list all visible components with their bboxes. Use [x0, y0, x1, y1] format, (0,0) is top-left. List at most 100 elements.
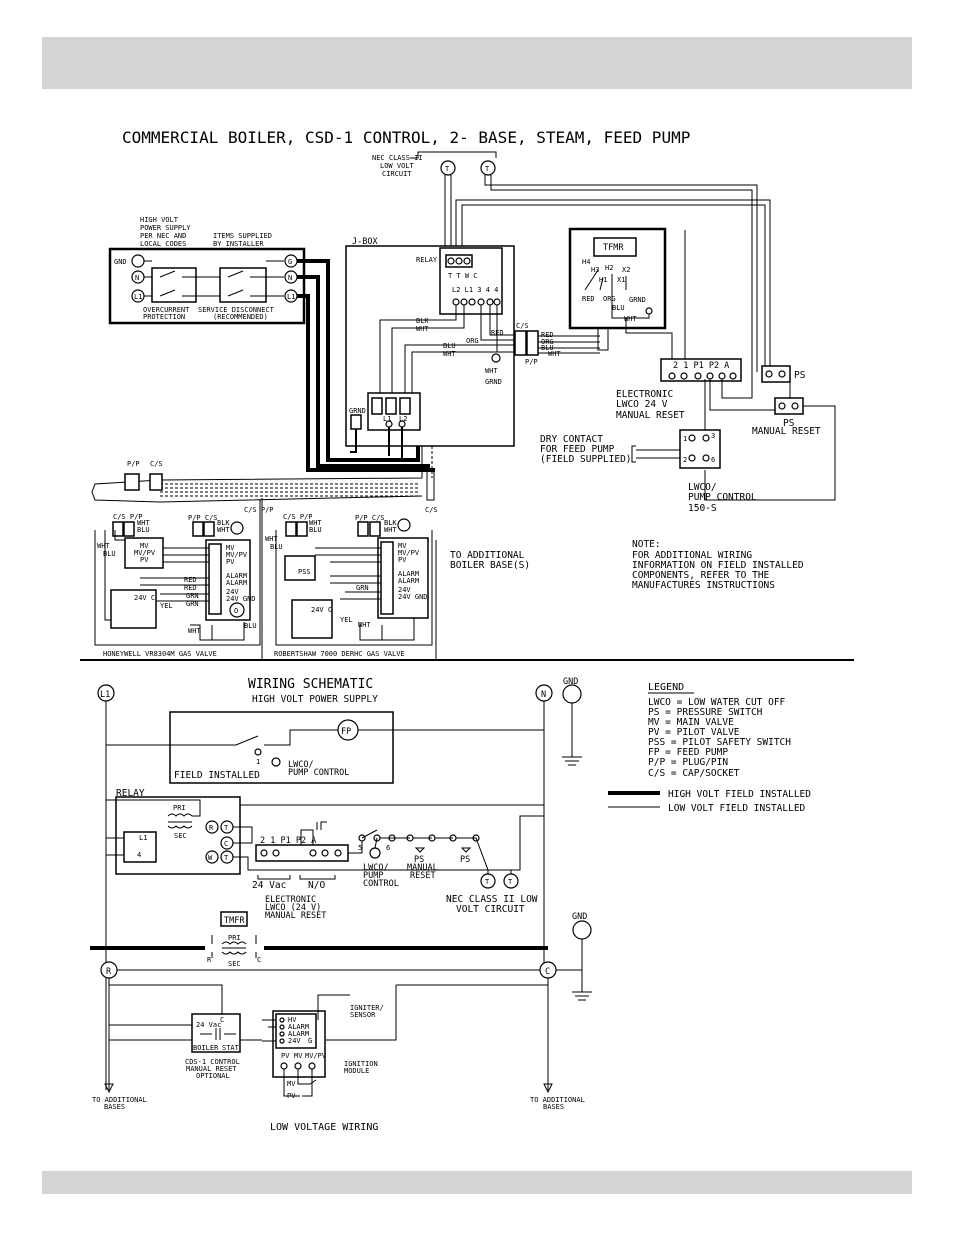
svg-text:WHT: WHT — [443, 350, 456, 358]
svg-text:SERVICE DISCONNECT: SERVICE DISCONNECT — [198, 306, 275, 314]
svg-text:PS: PS — [794, 370, 806, 381]
thermostat-terminal-t1 — [440, 160, 456, 176]
svg-text:MANUAL RESET: MANUAL RESET — [752, 426, 821, 437]
svg-text:FIELD INSTALLED: FIELD INSTALLED — [174, 770, 260, 781]
svg-text:ELECTRONIC: ELECTRONIC — [265, 895, 316, 905]
svg-text:PSS = PILOT SAFETY SWITCH: PSS = PILOT SAFETY SWITCH — [648, 737, 791, 748]
svg-text:ALARM: ALARM — [288, 1030, 309, 1038]
header-band — [42, 37, 912, 89]
svg-text:L1: L1 — [139, 834, 147, 842]
svg-text:PUMP CONTROL: PUMP CONTROL — [688, 492, 757, 503]
svg-text:MV = MAIN VALVE: MV = MAIN VALVE — [648, 717, 734, 728]
svg-text:RED: RED — [582, 295, 595, 303]
svg-text:24V: 24V — [398, 586, 411, 594]
svg-text:H1: H1 — [599, 276, 607, 284]
svg-text:LWCO 24 V: LWCO 24 V — [616, 399, 668, 410]
svg-text:WHT: WHT — [624, 315, 637, 323]
svg-text:MV/PV: MV/PV — [134, 549, 156, 557]
svg-text:24 Vac: 24 Vac — [252, 880, 286, 891]
svg-text:H3: H3 — [591, 266, 599, 274]
svg-text:T: T — [224, 824, 229, 832]
svg-text:HV: HV — [288, 1016, 297, 1024]
svg-text:PV: PV — [281, 1052, 290, 1060]
svg-text:WHT: WHT — [485, 367, 498, 375]
svg-text:MANUFACTURES INSTRUCTIONS: MANUFACTURES INSTRUCTIONS — [632, 580, 775, 591]
svg-text:R: R — [209, 824, 214, 832]
svg-text:C/S P/P: C/S P/P — [113, 513, 143, 521]
svg-text:6: 6 — [386, 844, 390, 852]
svg-text:ELECTRONIC: ELECTRONIC — [616, 389, 673, 400]
svg-text:GRN: GRN — [186, 600, 199, 608]
svg-text:GRND: GRND — [349, 407, 366, 415]
svg-text:H2: H2 — [605, 264, 613, 272]
svg-text:R: R — [207, 956, 212, 964]
svg-text:X1: X1 — [617, 276, 625, 284]
svg-text:MV: MV — [140, 542, 149, 550]
svg-text:24V GND: 24V GND — [398, 593, 428, 601]
svg-text:5: 5 — [358, 844, 362, 852]
svg-text:(RECOMMENDED): (RECOMMENDED) — [213, 313, 268, 321]
svg-text:MV/PV: MV/PV — [226, 551, 248, 559]
svg-text:ALARM: ALARM — [288, 1023, 309, 1031]
svg-text:TFMR: TFMR — [603, 243, 624, 253]
svg-text:PER NEC AND: PER NEC AND — [140, 232, 186, 240]
svg-text:T: T — [508, 878, 513, 886]
svg-text:BLU: BLU — [443, 342, 456, 350]
svg-text:N: N — [288, 274, 292, 282]
svg-text:24V: 24V — [288, 1037, 301, 1045]
svg-text:1: 1 — [683, 435, 687, 443]
svg-text:WHT: WHT — [548, 350, 561, 358]
svg-text:P/P C/S: P/P C/S — [355, 514, 385, 522]
svg-text:PV: PV — [140, 556, 149, 564]
svg-text:PSS: PSS — [298, 568, 311, 576]
svg-text:BOILER BASE(S): BOILER BASE(S) — [450, 560, 530, 571]
svg-text:1: 1 — [256, 758, 260, 766]
svg-text:SEC: SEC — [174, 832, 187, 840]
svg-text:PS: PS — [783, 418, 795, 429]
svg-text:FOR FEED PUMP: FOR FEED PUMP — [540, 444, 615, 455]
svg-text:BLU: BLU — [244, 622, 257, 630]
svg-text:L2: L2 — [399, 415, 407, 423]
svg-text:(FIELD SUPPLIED): (FIELD SUPPLIED) — [540, 454, 632, 465]
svg-text:VOLT CIRCUIT: VOLT CIRCUIT — [456, 904, 525, 915]
svg-text:MODULE: MODULE — [344, 1067, 369, 1075]
svg-text:MANUAL RESET: MANUAL RESET — [265, 911, 326, 921]
svg-text:ITEMS SUPPLIED: ITEMS SUPPLIED — [213, 232, 272, 240]
svg-text:T: T — [224, 854, 229, 862]
svg-text:C/S: C/S — [150, 460, 163, 468]
svg-text:WHT: WHT — [137, 519, 150, 527]
svg-text:WHT: WHT — [358, 621, 371, 629]
svg-text:BLU: BLU — [309, 526, 322, 534]
footer-band — [42, 1171, 912, 1194]
svg-text:INFORMATION ON FIELD INSTALLED: INFORMATION ON FIELD INSTALLED — [632, 560, 804, 571]
svg-text:YEL: YEL — [340, 616, 353, 624]
svg-text:BLK: BLK — [217, 519, 230, 527]
svg-text:N: N — [135, 274, 139, 282]
svg-text:P/P C/S: P/P C/S — [188, 514, 218, 522]
svg-text:150-S: 150-S — [688, 503, 717, 514]
svg-text:C: C — [257, 956, 261, 964]
svg-text:L2 L1 3 4 4: L2 L1 3 4 4 — [452, 286, 498, 294]
svg-text:GRN: GRN — [356, 584, 369, 592]
svg-text:FP: FP — [341, 727, 351, 737]
svg-text:MV/PV: MV/PV — [305, 1052, 327, 1060]
svg-text:RESET: RESET — [410, 871, 436, 881]
svg-text:HIGH VOLT POWER SUPPLY: HIGH VOLT POWER SUPPLY — [252, 694, 378, 705]
svg-text:SEC: SEC — [228, 960, 241, 968]
svg-text:WHT: WHT — [217, 526, 230, 534]
schematic-lwco-block — [255, 844, 349, 862]
svg-text:C/S: C/S — [516, 322, 529, 330]
svg-text:24V: 24V — [226, 588, 239, 596]
svg-text:ORG: ORG — [466, 337, 479, 345]
svg-text:C/S: C/S — [425, 506, 438, 514]
svg-text:3: 3 — [711, 432, 715, 440]
svg-text:BLK: BLK — [416, 317, 429, 325]
svg-text:TO ADDITIONAL: TO ADDITIONAL — [530, 1096, 585, 1104]
svg-text:PS: PS — [460, 855, 470, 865]
svg-text:6: 6 — [711, 456, 715, 464]
svg-text:BASES: BASES — [104, 1103, 125, 1111]
svg-text:ORG: ORG — [603, 295, 616, 303]
svg-text:WHT: WHT — [416, 325, 429, 333]
svg-text:G: G — [288, 258, 292, 266]
